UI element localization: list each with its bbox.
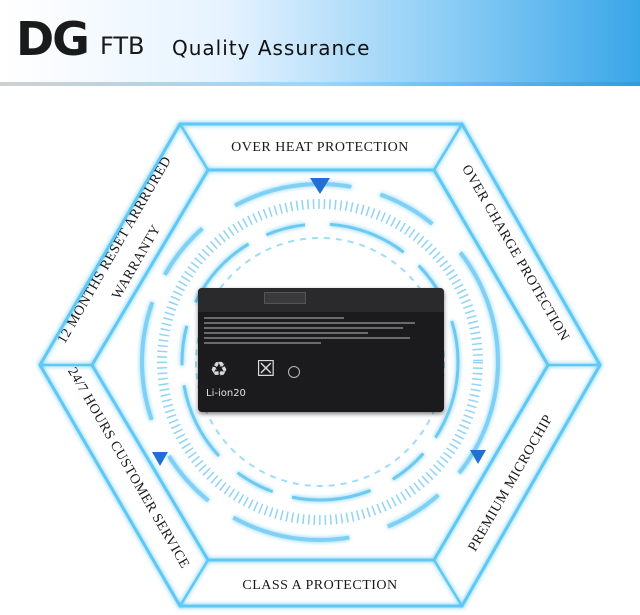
crossed-bin-icon: ☒	[256, 356, 276, 381]
arrow-down-right-icon	[470, 450, 486, 464]
arrow-down-left-icon	[152, 452, 168, 466]
hexagon-connectors	[40, 123, 600, 607]
battery-top-strip	[198, 288, 444, 312]
ring-core	[195, 237, 445, 487]
feature-label-lower-left: 24/7 HOURS CUSTOMER SERVICE	[64, 365, 192, 571]
feature-label-top: OVER HEAT PROTECTION	[231, 140, 409, 155]
ring-ticks	[157, 199, 483, 525]
header-divider	[0, 82, 640, 86]
arrow-down-top-icon	[310, 178, 330, 194]
feature-label-bottom: CLASS A PROTECTION	[242, 578, 397, 593]
feature-label-upper-left-1: 12 MONTHS RESET ARRRURED	[55, 154, 175, 346]
brand-logo: DG	[16, 12, 90, 66]
feature-hexagon-graphic: OVER HEAT PROTECTION CLASS A PROTECTION …	[38, 122, 602, 608]
battery-brand-text: Li-ion20	[206, 388, 246, 399]
recycle-icon: ♻	[210, 359, 228, 381]
tagline: Quality Assurance	[172, 36, 371, 60]
brand-logo-suffix: FTB	[100, 32, 145, 60]
battery-image: ♻ ☒ Li-ion20	[198, 288, 444, 412]
ring-inner-arcs	[180, 222, 460, 502]
header-banner: DG FTB Quality Assurance	[0, 0, 640, 86]
certification-icon	[288, 366, 300, 378]
battery-label-text	[204, 314, 438, 390]
battery-connector	[264, 292, 306, 304]
feature-label-upper-right: OVER CHARGE PROTECTION	[458, 163, 571, 344]
